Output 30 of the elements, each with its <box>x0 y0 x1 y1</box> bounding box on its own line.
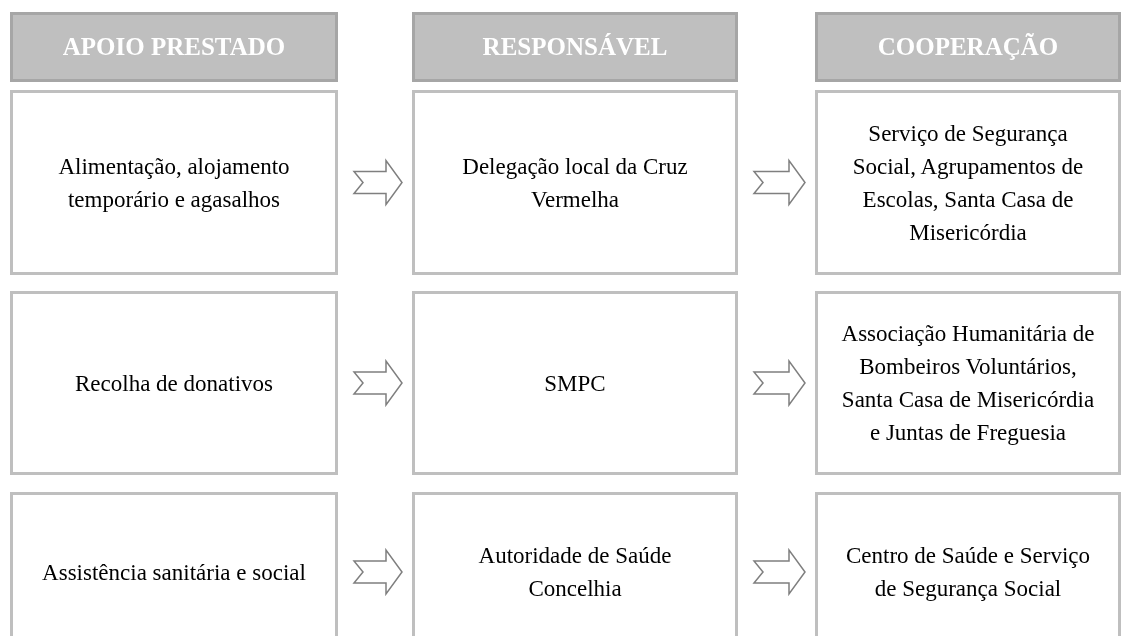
box-text: Associação Humanitária de Bombeiros Voluntários, Santa Casa de Misericórdia e Juntas de Freguesia <box>840 320 1096 447</box>
header-box <box>815 12 1121 82</box>
column-heading: RESPONSÁVEL <box>482 32 668 63</box>
content-box <box>412 492 738 636</box>
content-box <box>815 291 1121 475</box>
block-arrow <box>752 358 806 408</box>
content-box <box>815 90 1121 275</box>
box-text: Assistência sanitária e social <box>42 558 306 587</box>
block-arrow <box>752 158 806 207</box>
content-box <box>10 492 338 636</box>
content-box <box>815 492 1121 636</box>
column-heading: APOIO PRESTADO <box>62 32 286 63</box>
block-arrow <box>352 358 403 408</box>
box-text: Autoridade de Saúde Concelhia <box>477 542 673 603</box>
content-box <box>10 291 338 475</box>
column-heading: COOPERAÇÃO <box>877 32 1059 63</box>
block-arrow <box>752 547 806 597</box>
box-text: Recolha de donativos <box>75 369 273 398</box>
content-box <box>10 90 338 275</box>
box-text: SMPC <box>544 369 606 398</box>
box-text: Delegação local da Cruz Vermelha <box>461 152 689 214</box>
content-box <box>412 291 738 475</box>
box-text: Serviço de Segurança Social, Agrupamentos de Escolas, Santa Casa de Misericórdia <box>851 119 1085 247</box>
header-box <box>412 12 738 82</box>
block-arrow <box>352 547 403 597</box>
content-box <box>412 90 738 275</box>
box-text: Alimentação, alojamento temporário e agasalhos <box>57 152 291 214</box>
header-box <box>10 12 338 82</box>
block-arrow <box>352 158 403 207</box>
box-text: Centro de Saúde e Serviço de Segurança Social <box>845 542 1091 603</box>
